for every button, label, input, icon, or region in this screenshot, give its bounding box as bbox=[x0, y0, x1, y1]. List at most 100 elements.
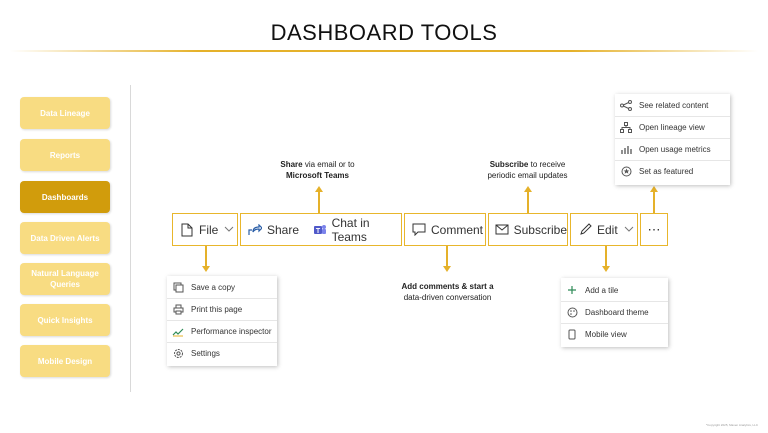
menu-item-dashboard-theme[interactable]: Dashboard theme bbox=[561, 302, 668, 322]
sidebar-item-dashboards[interactable]: Dashboards bbox=[20, 181, 110, 213]
share-group: Share T Chat in Teams bbox=[240, 213, 402, 246]
arrow-up-icon bbox=[524, 186, 532, 192]
subscribe-note-line2: periodic email updates bbox=[487, 171, 568, 180]
comment-note-bold: comments bbox=[419, 282, 460, 291]
comment-button[interactable]: Comment bbox=[404, 213, 486, 246]
usage-metrics-icon bbox=[619, 142, 633, 156]
plus-icon bbox=[565, 283, 579, 297]
menu-divider bbox=[167, 298, 277, 299]
sidebar-item-reports[interactable]: Reports bbox=[20, 139, 110, 171]
menu-item-label: Dashboard theme bbox=[585, 307, 649, 317]
menu-divider bbox=[615, 160, 730, 161]
menu-divider bbox=[167, 342, 277, 343]
sidebar-item-data-lineage[interactable]: Data Lineage bbox=[20, 97, 110, 129]
more-options-icon: ⋯ bbox=[647, 221, 661, 237]
comment-note: Add comments & start a data-driven conve… bbox=[385, 281, 510, 303]
pencil-icon bbox=[577, 222, 593, 238]
menu-item-label: Settings bbox=[191, 348, 220, 358]
more-connector bbox=[653, 192, 655, 213]
menu-item-label: Mobile view bbox=[585, 329, 627, 339]
share-note: Share via email or to Microsoft Teams bbox=[255, 159, 380, 181]
menu-divider bbox=[615, 116, 730, 117]
menu-item-label: See related content bbox=[639, 100, 709, 110]
menu-item-label: Save a copy bbox=[191, 282, 236, 292]
arrow-up-icon bbox=[315, 186, 323, 192]
sidebar-item-natural-language-queries[interactable]: Natural Language Queries bbox=[20, 263, 110, 295]
menu-item-label: Add a tile bbox=[585, 285, 619, 295]
menu-item-label: Performance inspector bbox=[191, 326, 272, 336]
sidebar-item-label: Dashboards bbox=[41, 192, 89, 202]
sidebar-item-label: Reports bbox=[49, 150, 81, 160]
chevron-down-icon bbox=[624, 224, 634, 235]
comment-label: Comment bbox=[431, 222, 484, 237]
menu-item-label: Open usage metrics bbox=[639, 144, 711, 154]
teams-icon: T bbox=[313, 222, 328, 238]
subscribe-connector bbox=[527, 192, 529, 213]
sidebar-item-label: Mobile Design bbox=[37, 356, 93, 366]
chat-in-teams-label: Chat in Teams bbox=[331, 215, 370, 244]
subscribe-button[interactable]: Subscribe bbox=[488, 213, 568, 246]
phone-icon bbox=[565, 327, 579, 341]
file-label: File bbox=[199, 222, 219, 237]
menu-item-open-usage-metrics[interactable]: Open usage metrics bbox=[615, 139, 730, 159]
performance-icon bbox=[171, 324, 185, 338]
sidebar-item-data-driven-alerts[interactable]: Data Driven Alerts bbox=[20, 222, 110, 254]
menu-item-performance-inspector[interactable]: Performance inspector bbox=[167, 321, 277, 341]
menu-divider bbox=[615, 138, 730, 139]
comment-note-line2: data-driven conversation bbox=[403, 293, 492, 302]
comment-icon bbox=[411, 222, 427, 238]
menu-item-label: Set as featured bbox=[639, 166, 694, 176]
edit-connector bbox=[605, 246, 607, 266]
menu-item-see-related-content[interactable]: See related content bbox=[615, 95, 730, 115]
menu-item-add-a-tile[interactable]: Add a tile bbox=[561, 280, 668, 300]
menu-item-set-as-featured[interactable]: Set as featured bbox=[615, 161, 730, 181]
comment-note-pre: Add bbox=[401, 282, 420, 291]
sidebar-item-label: Data Lineage bbox=[40, 108, 90, 118]
menu-item-print-this-page[interactable]: Print this page bbox=[167, 299, 277, 319]
svg-text:T: T bbox=[316, 228, 321, 235]
menu-item-open-lineage-view[interactable]: Open lineage view bbox=[615, 117, 730, 137]
file-connector bbox=[205, 246, 207, 266]
title-underline bbox=[10, 50, 758, 52]
chat-in-teams-button[interactable]: T Chat in Teams bbox=[307, 216, 401, 244]
arrow-down-icon bbox=[443, 266, 451, 272]
comment-connector bbox=[446, 246, 448, 266]
sidebar-item-mobile-design[interactable]: Mobile Design bbox=[20, 345, 110, 377]
share-connector bbox=[318, 192, 320, 213]
palette-icon bbox=[565, 305, 579, 319]
edit-menu: Add a tile Dashboard theme Mobile view bbox=[561, 278, 668, 347]
edit-label: Edit bbox=[597, 222, 618, 237]
copyright-text: *Copyright 2025, Maven Analytics, LLC bbox=[705, 423, 758, 427]
share-icon bbox=[247, 222, 263, 238]
sidebar-item-label: Data Driven Alerts bbox=[30, 233, 100, 243]
arrow-up-icon bbox=[650, 186, 658, 192]
share-note-text: via email or to bbox=[302, 160, 355, 169]
sidebar-item-label: Natural Language Queries bbox=[31, 269, 99, 289]
menu-item-save-a-copy[interactable]: Save a copy bbox=[167, 277, 277, 297]
arrow-down-icon bbox=[202, 266, 210, 272]
share-note-bold: Share bbox=[280, 160, 303, 169]
subscribe-note: Subscribe to receive periodic email upda… bbox=[460, 159, 595, 181]
menu-item-label: Print this page bbox=[191, 304, 243, 314]
document-icon bbox=[179, 222, 195, 238]
menu-divider bbox=[561, 323, 668, 324]
more-options-menu: See related content Open lineage view Op… bbox=[615, 94, 730, 185]
file-button[interactable]: File bbox=[172, 213, 238, 246]
lineage-icon bbox=[619, 120, 633, 134]
page-title: DASHBOARD TOOLS bbox=[270, 20, 498, 45]
arrow-down-icon bbox=[602, 266, 610, 272]
menu-item-mobile-view[interactable]: Mobile view bbox=[561, 324, 668, 344]
comment-note-text: & start a bbox=[459, 282, 494, 291]
menu-divider bbox=[561, 301, 668, 302]
sidebar-item-quick-insights[interactable]: Quick Insights bbox=[20, 304, 110, 336]
file-menu: Save a copy Print this page Performance … bbox=[167, 276, 277, 366]
subscribe-label: Subscribe bbox=[513, 222, 567, 237]
mail-icon bbox=[495, 222, 510, 238]
menu-item-settings[interactable]: Settings bbox=[167, 343, 277, 363]
settings-icon bbox=[171, 346, 185, 360]
share-note-line2: Microsoft Teams bbox=[286, 171, 349, 180]
more-options-button[interactable]: ⋯ bbox=[640, 213, 668, 246]
featured-icon bbox=[619, 164, 633, 178]
share-button[interactable]: Share bbox=[241, 222, 299, 238]
edit-button[interactable]: Edit bbox=[570, 213, 638, 246]
